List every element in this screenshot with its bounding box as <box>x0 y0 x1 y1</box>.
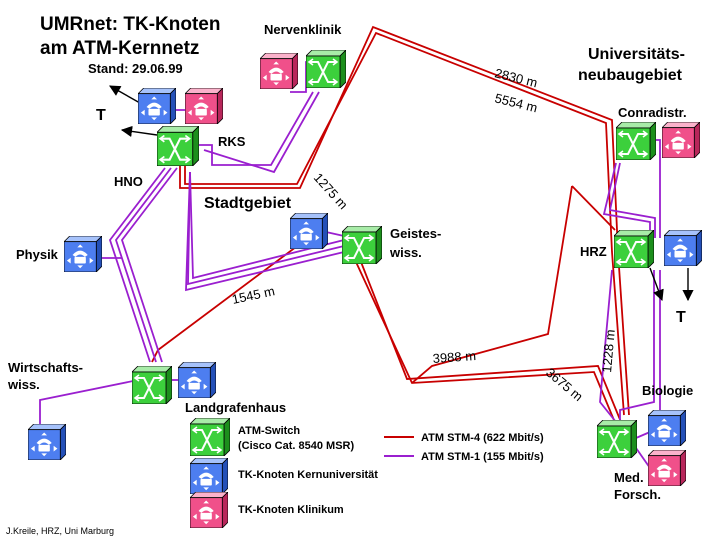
medforsch-tk-klinik-icon <box>648 450 686 486</box>
distance-1545: 1545 m <box>231 283 277 307</box>
label-t-left: T <box>96 107 106 124</box>
hrz-switch-icon <box>614 230 654 268</box>
label-geistes-2: wiss. <box>389 245 422 260</box>
label-neubau-2: neubaugebiet <box>578 67 683 84</box>
label-wirtschafts-1: Wirtschafts- <box>8 360 83 375</box>
label-t-right: T <box>676 309 686 326</box>
label-wirtschafts-2: wiss. <box>7 377 40 392</box>
legend-switch-2: (Cisco Cat. 8540 MSR) <box>238 440 354 452</box>
t-arrows <box>109 85 694 302</box>
landgrafenhaus-tk-kern-icon <box>178 362 216 398</box>
legend-kern: TK-Knoten Kernuniversität <box>238 469 378 481</box>
label-conradistr: Conradistr. <box>618 105 687 120</box>
label-geistes-1: Geistes- <box>390 226 441 241</box>
physik-tk-kern-icon <box>64 236 102 272</box>
hrz-tk-kern-icon <box>664 230 702 266</box>
distance-1228: 1228 m <box>599 329 618 374</box>
title-line-2: am ATM-Kernnetz <box>40 38 199 59</box>
label-rks: RKS <box>218 134 246 149</box>
legend-stm4: ATM STM-4 (622 Mbit/s) <box>421 432 544 444</box>
stand-date: Stand: 29.06.99 <box>88 61 183 76</box>
label-hrz: HRZ <box>580 244 607 259</box>
distance-1275: 1275 m <box>311 170 351 212</box>
geisteswiss-tk-kern-icon <box>290 213 328 249</box>
nervenklinik-tk-klinik-icon <box>260 53 298 89</box>
conradistr-switch-icon <box>616 122 656 160</box>
label-nervenklinik: Nervenklinik <box>264 22 342 37</box>
legend-switch-icon <box>190 418 230 456</box>
hno-switch-icon <box>157 126 199 166</box>
geisteswiss-switch-icon <box>342 226 382 264</box>
label-medforsch-2: Forsch. <box>614 487 661 502</box>
rks-tk-kern-icon <box>138 88 176 124</box>
label-biologie: Biologie <box>642 383 693 398</box>
legend-klinik: TK-Knoten Klinikum <box>238 504 344 516</box>
landgrafenhaus-switch-icon <box>132 366 172 404</box>
label-physik: Physik <box>16 247 59 262</box>
legend-kern-icon <box>190 458 228 494</box>
medforsch-switch-icon <box>597 420 637 458</box>
legend-switch-1: ATM-Switch <box>238 425 300 437</box>
label-medforsch-1: Med. <box>614 470 644 485</box>
credit: J.Kreile, HRZ, Uni Marburg <box>6 526 114 536</box>
title-line-1: UMRnet: TK-Knoten <box>40 14 220 35</box>
label-hno: HNO <box>114 174 143 189</box>
stm1-links <box>39 61 661 469</box>
nervenklinik-switch-icon <box>306 50 346 88</box>
legend-stm1: ATM STM-1 (155 Mbit/s) <box>421 451 544 463</box>
medforsch-tk-kern-icon <box>648 410 686 446</box>
distance-2830: 2830 m <box>493 65 539 90</box>
label-neubau-1: Universitäts- <box>588 46 685 63</box>
label-stadtgebiet: Stadtgebiet <box>204 195 292 212</box>
rks-tk-klinik-icon <box>185 88 223 124</box>
distance-3675: 3675 m <box>543 365 586 404</box>
conradistr-tk-klinik-icon <box>662 122 700 158</box>
legend: ATM-Switch (Cisco Cat. 8540 MSR) TK-Knot… <box>190 418 544 528</box>
label-landgrafenhaus: Landgrafenhaus <box>185 400 286 415</box>
distance-3988: 3988 m <box>432 348 476 366</box>
legend-klinik-icon <box>190 492 228 528</box>
wirtschaftswiss-tk-kern-icon <box>28 424 66 460</box>
